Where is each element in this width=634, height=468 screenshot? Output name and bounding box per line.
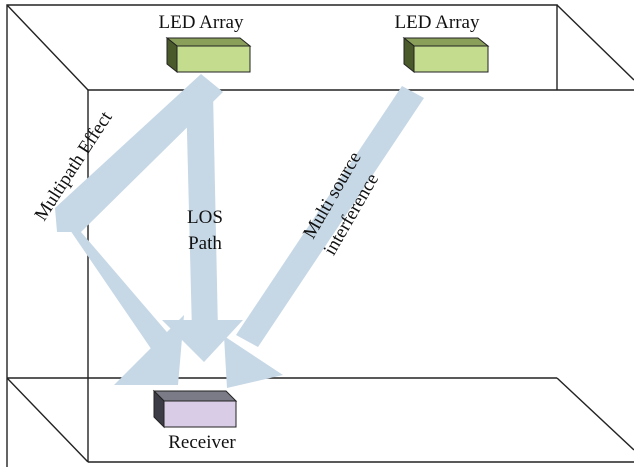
led-top-face (402, 37, 490, 47)
receiver-top-face (152, 390, 238, 402)
floor-left-edge (6, 377, 89, 463)
multipath-arrow-diagonal (55, 74, 223, 232)
back-wall-outline (6, 4, 558, 467)
led-array-left (165, 36, 252, 74)
led-array-right-label: LED Array (395, 12, 480, 33)
los-label-line2: Path (188, 233, 222, 254)
led-top-face (165, 37, 252, 47)
multipath-arrow-return (55, 208, 178, 356)
back-right-edge (556, 4, 634, 81)
led-front-face (176, 45, 251, 73)
receiver-front-face (163, 400, 237, 428)
los-arrowhead (162, 320, 243, 362)
led-array-right (402, 36, 490, 74)
room-box (6, 4, 634, 467)
floor-right-edge (556, 377, 634, 451)
back-left-edge (6, 4, 89, 91)
multipath-arrowhead (114, 315, 184, 385)
light-paths (55, 74, 424, 388)
led-front-face (413, 45, 489, 73)
los-label-line1: LOS (187, 207, 223, 228)
receiver-label: Receiver (168, 432, 236, 453)
interference-arrow-shaft (236, 86, 424, 347)
interference-arrowhead (224, 336, 283, 388)
los-arrow-shaft (186, 92, 218, 332)
receiver-device (152, 389, 238, 429)
led-array-left-label: LED Array (159, 12, 244, 33)
